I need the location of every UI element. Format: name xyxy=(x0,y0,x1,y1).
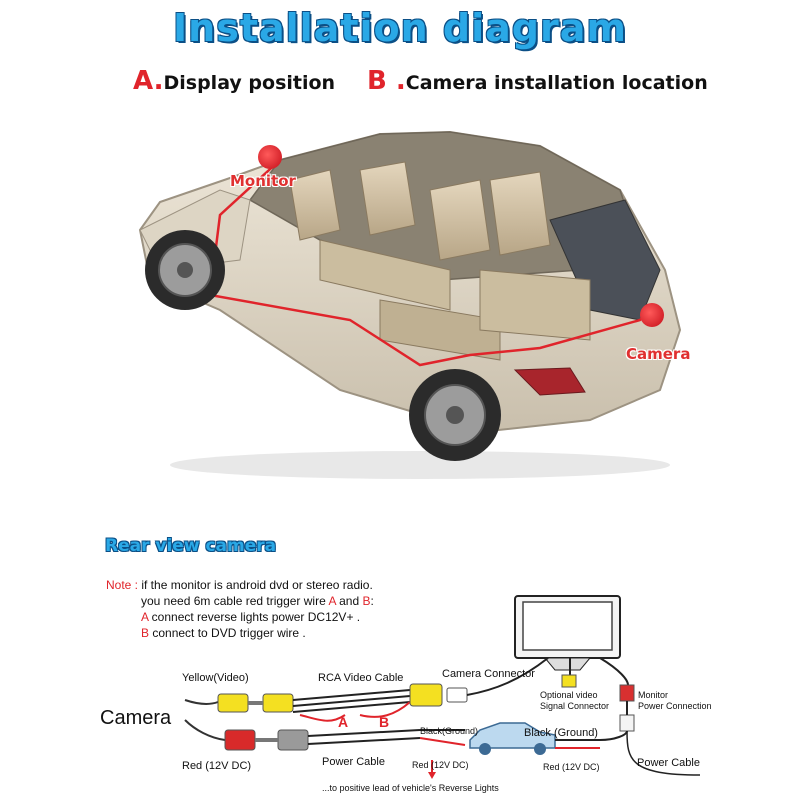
power-cable-right-label: Power Cable xyxy=(637,757,700,769)
note-line-4: B connect to DVD trigger wire . xyxy=(141,626,306,640)
monitor-power-label: Monitor Power Connection xyxy=(638,690,712,712)
camera-connector-label: Camera Connector xyxy=(442,668,535,680)
camera-position-marker xyxy=(640,303,664,327)
display-position-label: A.Display position xyxy=(133,66,335,96)
black-ground-label-2: Black (Ground) xyxy=(524,727,598,739)
red-12v-mid-label: Red (12V DC) xyxy=(412,760,469,770)
label-letter-a: A. xyxy=(133,66,164,96)
label-text-b: Camera installation location xyxy=(405,72,708,94)
monitor-position-marker xyxy=(258,145,282,169)
power-connection-text: Power Connection xyxy=(638,701,712,711)
note-line3-text: connect reverse lights power DC12V+ . xyxy=(148,610,361,624)
red-12v-left-label: Red (12V DC) xyxy=(182,760,252,772)
monitor-text: Monitor xyxy=(638,690,669,700)
note-line4-letter: B xyxy=(141,626,150,640)
reverse-lights-label: ...to positive lead of vehicle's Reverse… xyxy=(322,783,499,793)
note-prefix: Note : xyxy=(106,578,139,592)
optional-video-text: Optional video xyxy=(540,690,598,700)
wiring-camera-label: Camera xyxy=(100,707,172,729)
note-line2-text: you need 6m cable red trigger wire xyxy=(141,594,329,608)
rca-video-cable-label: RCA Video Cable xyxy=(318,672,404,684)
power-cable-left-label: Power Cable xyxy=(322,756,385,768)
note-line3-letter: A xyxy=(141,610,149,624)
note-line2-end: : xyxy=(370,594,374,608)
note-line-2: you need 6m cable red trigger wire A and… xyxy=(141,594,374,608)
note-line1-text: if the monitor is android dvd or stereo … xyxy=(138,578,373,592)
trigger-wire-b: B xyxy=(379,714,390,730)
red-12v-right-label: Red (12V DC) xyxy=(543,762,600,772)
note-line-1: Note : if the monitor is android dvd or … xyxy=(106,578,373,592)
trigger-wire-a: A xyxy=(338,714,349,730)
note-line-3: A connect reverse lights power DC12V+ . xyxy=(141,610,360,624)
camera-label: Camera xyxy=(626,345,691,363)
note-line2-b: B xyxy=(362,594,371,608)
note-line2-and: and xyxy=(335,594,363,608)
black-ground-label-1: Black(Ground) xyxy=(420,726,479,736)
page-title: Installation diagram xyxy=(173,6,627,50)
label-text-a: Display position xyxy=(163,72,336,94)
car-cutaway-illustration xyxy=(138,130,682,479)
label-letter-b: B . xyxy=(367,66,406,96)
optional-video-label: Optional video Signal Connector xyxy=(540,690,609,712)
note-line4-text: connect to DVD trigger wire . xyxy=(149,626,306,640)
yellow-video-label: Yellow(Video) xyxy=(182,672,249,684)
note-line2-a: A xyxy=(328,594,336,608)
signal-connector-text: Signal Connector xyxy=(540,701,610,711)
rear-view-camera-heading: Rear view camera xyxy=(105,536,277,556)
camera-location-label: B .Camera installation location xyxy=(367,66,708,96)
monitor-label: Monitor xyxy=(230,172,296,190)
wiring-diagram xyxy=(184,595,701,779)
